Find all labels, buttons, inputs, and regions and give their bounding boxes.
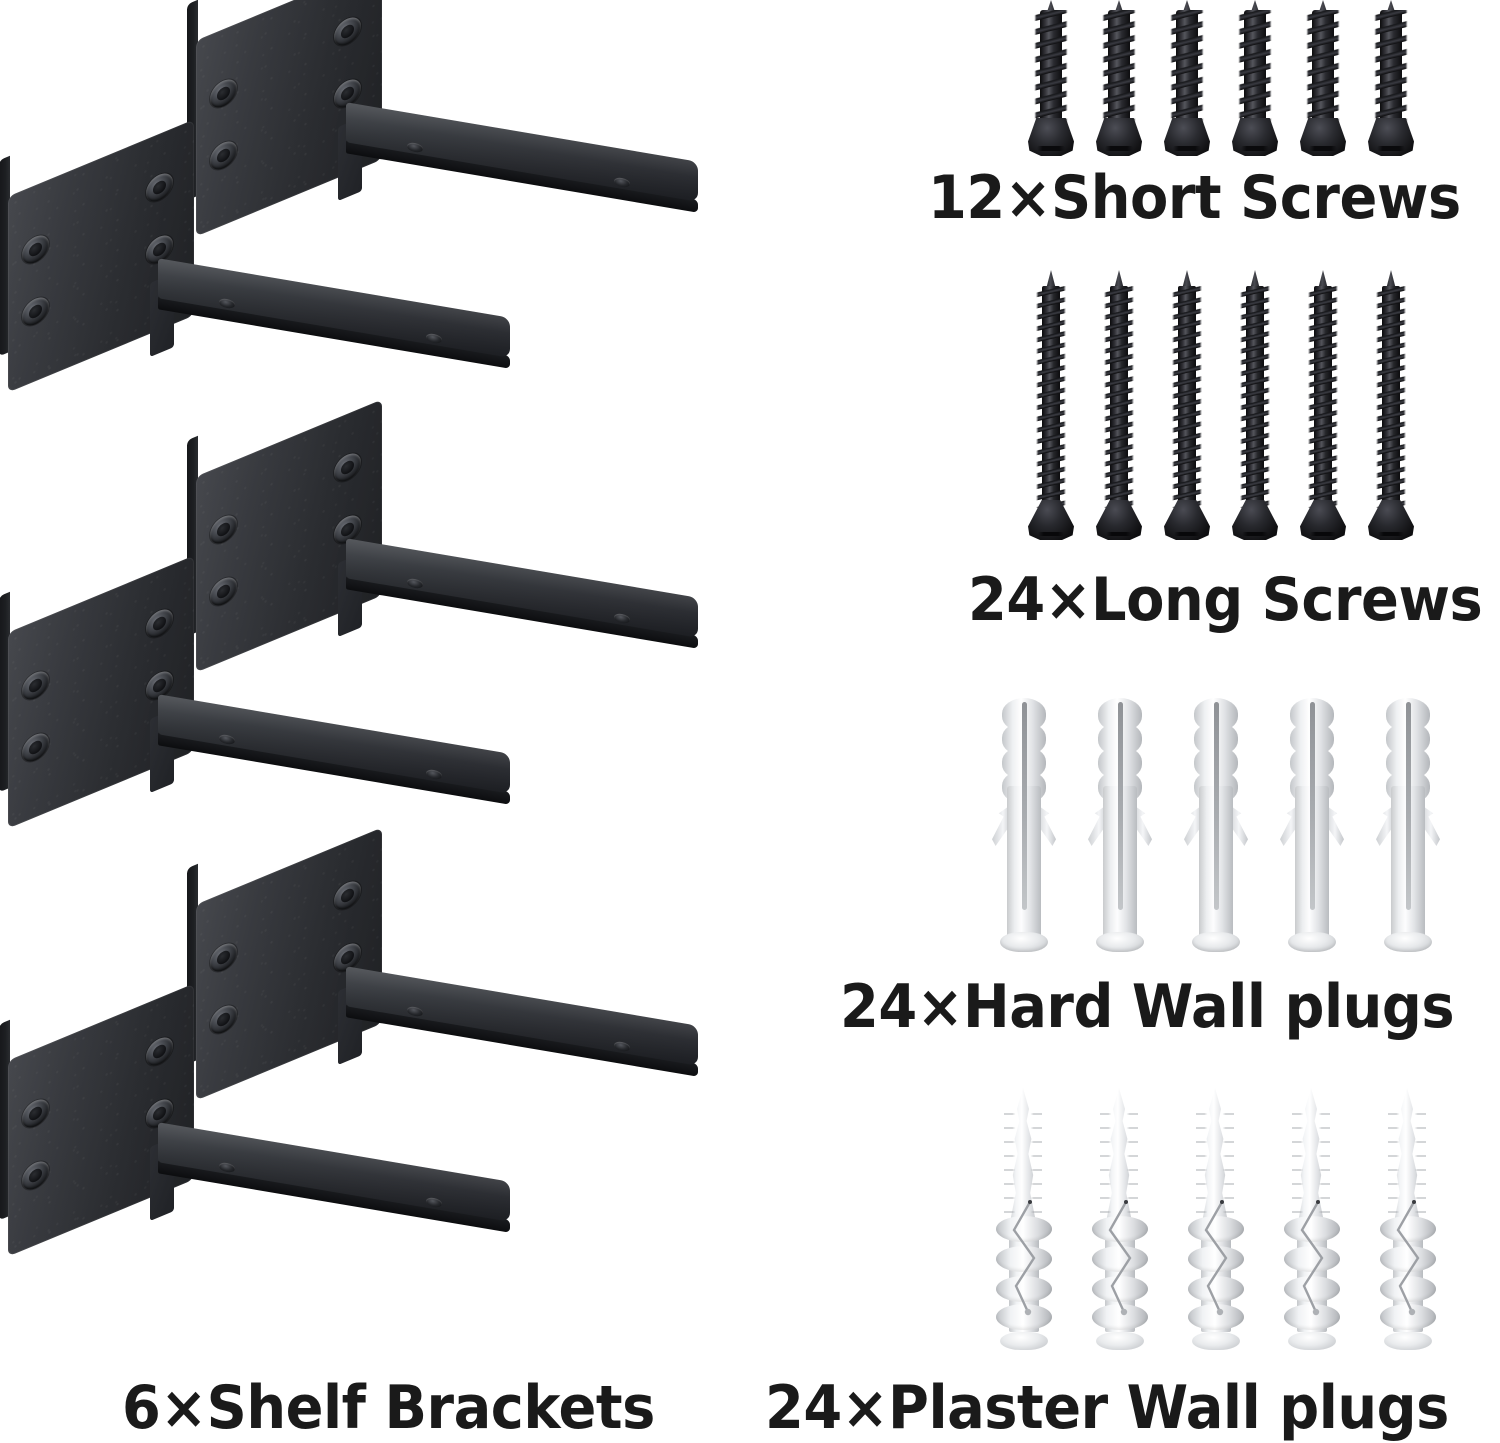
plug-auger-thread [1092, 1246, 1148, 1272]
plug-auger-thread [996, 1246, 1052, 1272]
plug-collar [1384, 1332, 1432, 1350]
plug-collar [1192, 1332, 1240, 1350]
plug-auger-thread [1284, 1246, 1340, 1272]
plug-expansion-slot [1406, 702, 1411, 910]
hard-wall-plug[interactable] [1184, 694, 1248, 952]
shelf-bracket[interactable] [0, 983, 528, 1322]
screw-head [1028, 118, 1074, 156]
short-screw[interactable] [1368, 0, 1414, 158]
screw-thread [1034, 286, 1068, 508]
plug-expansion-slot [1214, 702, 1219, 910]
screw-head [1164, 118, 1210, 156]
short-screw[interactable] [1300, 0, 1346, 158]
screw-thread [1236, 10, 1274, 128]
plug-zigzag-pin [1300, 1200, 1324, 1316]
plug-collar [1288, 1332, 1336, 1350]
long-screw[interactable] [1096, 270, 1142, 548]
long-screw[interactable] [1164, 270, 1210, 548]
plug-auger-thread [1092, 1216, 1148, 1242]
plug-zigzag-pin [1012, 1200, 1036, 1316]
hard-wall-plug[interactable] [992, 694, 1056, 952]
plug-expansion-slot [1022, 702, 1027, 910]
screw-thread [1102, 286, 1136, 508]
screw-thread [1372, 10, 1410, 128]
short-screw[interactable] [1164, 0, 1210, 158]
plug-zigzag-pin [1396, 1200, 1420, 1316]
hard-wall-plug[interactable] [1376, 694, 1440, 952]
plug-auger-thread [1380, 1246, 1436, 1272]
screw-thread [1238, 286, 1272, 508]
plug-auger-thread [1188, 1216, 1244, 1242]
plug-collar [1000, 932, 1048, 952]
plug-auger-thread [1380, 1276, 1436, 1302]
screw-thread [1168, 10, 1206, 128]
short-screw[interactable] [1096, 0, 1142, 158]
plug-collar [1384, 932, 1432, 952]
plug-auger-thread [996, 1216, 1052, 1242]
plug-expansion-slot [1118, 702, 1123, 910]
plug-expansion-slot [1310, 702, 1315, 910]
plaster-wall-plug[interactable] [994, 1088, 1054, 1350]
plug-auger-thread [1092, 1276, 1148, 1302]
plug-auger-thread [996, 1304, 1052, 1330]
plaster-wall-plugs-group [990, 1088, 1460, 1358]
screw-head [1232, 118, 1278, 156]
shelf-brackets-group [0, 0, 880, 1340]
plaster-wall-plug[interactable] [1282, 1088, 1342, 1350]
long-screw[interactable] [1028, 270, 1074, 548]
screw-head [1368, 118, 1414, 156]
screw-thread [1100, 10, 1138, 128]
long-screws-label: 24×Long Screws [968, 565, 1483, 635]
plug-auger-thread [1380, 1216, 1436, 1242]
plug-collar [1096, 1332, 1144, 1350]
long-screw[interactable] [1368, 270, 1414, 548]
screw-head [1300, 118, 1346, 156]
screw-thread [1032, 10, 1070, 128]
plaster-wall-plug[interactable] [1090, 1088, 1150, 1350]
plug-auger-thread [1092, 1304, 1148, 1330]
plug-collar [1288, 932, 1336, 952]
screw-thread [1304, 10, 1342, 128]
screw-head [1096, 118, 1142, 156]
long-screw[interactable] [1300, 270, 1346, 548]
plug-zigzag-pin [1108, 1200, 1132, 1316]
plug-auger-thread [996, 1276, 1052, 1302]
plug-collar [1096, 932, 1144, 952]
long-screws-group [1020, 270, 1440, 562]
screw-thread [1374, 286, 1408, 508]
short-screw[interactable] [1028, 0, 1074, 158]
plug-collar [1000, 1332, 1048, 1350]
plaster-wall-plugs-label: 24×Plaster Wall plugs [765, 1373, 1449, 1443]
plug-auger-thread [1188, 1304, 1244, 1330]
screw-thread [1170, 286, 1204, 508]
hard-wall-plugs-label: 24×Hard Wall plugs [840, 972, 1455, 1042]
plug-auger-thread [1284, 1304, 1340, 1330]
plug-zigzag-pin [1204, 1200, 1228, 1316]
hard-wall-plug[interactable] [1280, 694, 1344, 952]
plug-auger-thread [1380, 1304, 1436, 1330]
shelf-bracket[interactable] [0, 119, 528, 458]
plug-auger-thread [1284, 1216, 1340, 1242]
plug-auger-thread [1188, 1276, 1244, 1302]
shelf-brackets-label: 6×Shelf Brackets [122, 1373, 655, 1443]
short-screws-label: 12×Short Screws [928, 163, 1461, 233]
short-screws-group [1020, 0, 1440, 160]
plaster-wall-plug[interactable] [1186, 1088, 1246, 1350]
plug-auger-thread [1284, 1276, 1340, 1302]
hard-wall-plugs-group [990, 690, 1460, 960]
plug-auger-thread [1188, 1246, 1244, 1272]
shelf-bracket[interactable] [0, 555, 528, 894]
hard-wall-plug[interactable] [1088, 694, 1152, 952]
plug-collar [1192, 932, 1240, 952]
short-screw[interactable] [1232, 0, 1278, 158]
long-screw[interactable] [1232, 270, 1278, 548]
screw-thread [1306, 286, 1340, 508]
plaster-wall-plug[interactable] [1378, 1088, 1438, 1350]
